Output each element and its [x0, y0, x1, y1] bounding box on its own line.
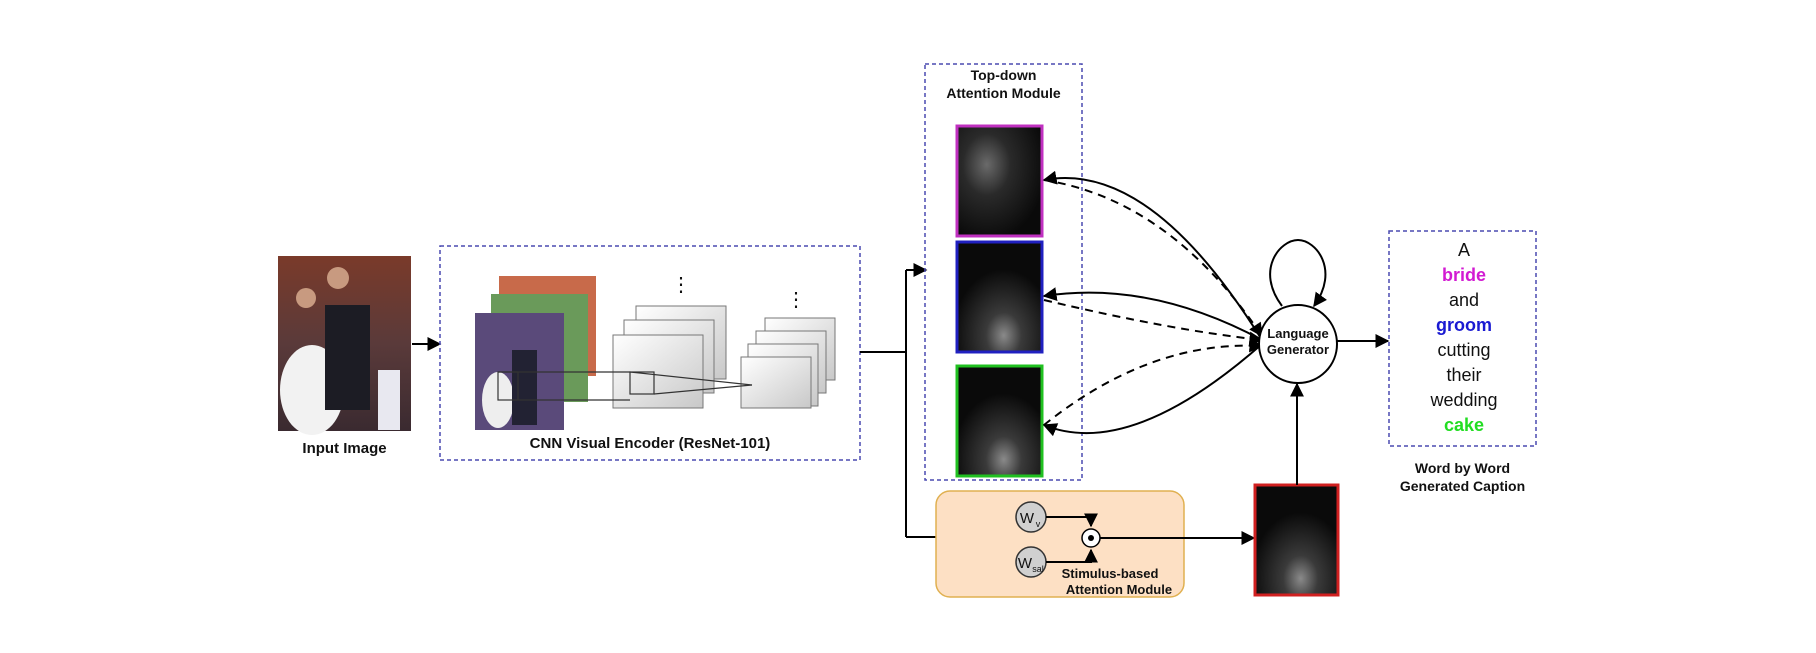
- saliency-map: [1253, 483, 1340, 597]
- caption-word: wedding: [1430, 390, 1498, 410]
- input-image-label: Input Image: [302, 440, 387, 457]
- stimulus-internal-arrows: [1046, 513, 1256, 563]
- caption-box: [1388, 230, 1537, 447]
- stimulus-label-line2: Attention Module: [1066, 582, 1172, 597]
- feature-maps-1: [612, 305, 727, 409]
- cnn-encoder-label: CNN Visual Encoder (ResNet-101): [529, 435, 771, 452]
- stimulus-module-box: [935, 490, 1185, 598]
- caption-word: bride: [1441, 265, 1486, 285]
- caption-label-line1: Word by Word: [1414, 460, 1511, 476]
- ellipsis-2: ⋮: [786, 289, 806, 311]
- caption-word: and: [1448, 290, 1480, 310]
- generator-label-line1: Language: [1267, 326, 1328, 341]
- stimulus-label-line1: Stimulus-based: [1062, 566, 1159, 581]
- attention-feedback-arrows: [1042, 170, 1264, 437]
- caption-word: cutting: [1437, 340, 1491, 360]
- receptive-field-lines: [497, 371, 753, 401]
- ellipsis-1: ⋮: [671, 274, 691, 296]
- svg-text:v: v: [1036, 519, 1041, 529]
- elementwise-product-icon: [1081, 528, 1101, 548]
- svg-text:sal: sal: [1032, 564, 1044, 574]
- encoder-input-stack: [475, 276, 596, 430]
- wsal-node: W sal: [1015, 546, 1047, 578]
- attention-map-cake: [955, 364, 1044, 478]
- caption-word: cake: [1443, 415, 1485, 435]
- caption-label-line2: Generated Caption: [1399, 478, 1526, 494]
- input-image: [278, 256, 411, 435]
- topdown-title-line2: Attention Module: [946, 85, 1061, 101]
- caption-word: A: [1457, 240, 1470, 260]
- svg-text:W: W: [1018, 555, 1033, 572]
- attention-map-bride: [955, 124, 1044, 238]
- feature-maps-2: [740, 317, 836, 409]
- caption-word: their: [1446, 365, 1482, 385]
- attention-map-groom: [955, 240, 1044, 354]
- generator-label-line2: Generator: [1267, 342, 1329, 357]
- svg-text:W: W: [1020, 510, 1035, 527]
- generator-self-loop: [1269, 238, 1328, 308]
- caption-word: groom: [1436, 315, 1492, 335]
- wv-node: W v: [1015, 501, 1047, 533]
- topdown-title-line1: Top-down: [970, 67, 1037, 83]
- topdown-module-box: [924, 63, 1083, 481]
